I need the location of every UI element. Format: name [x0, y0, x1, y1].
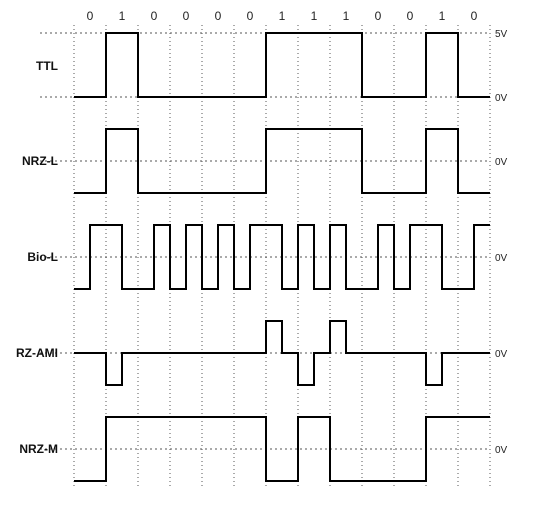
waveforms [74, 32, 490, 482]
signal-label: NRZ-M [19, 442, 58, 456]
waveform-ttl [74, 32, 490, 98]
bit-label: 0 [375, 9, 382, 23]
zero-volt-label: 0V [495, 253, 508, 264]
signal-label: Bio-L [27, 250, 58, 264]
bit-label: 1 [439, 9, 446, 23]
bit-label: 0 [471, 9, 478, 23]
signal-label: RZ-AMI [16, 346, 58, 360]
bit-sequence: 0 1 0 0 0 0 1 1 1 0 0 1 0 [87, 9, 478, 23]
zero-volt-label: 0V [495, 349, 508, 360]
waveform-nrz-l [74, 128, 490, 194]
bit-label: 0 [407, 9, 414, 23]
waveform-nrz-m [74, 416, 490, 482]
bit-label: 0 [151, 9, 158, 23]
signal-label: TTL [36, 59, 58, 73]
waveform-rz-ami [74, 320, 490, 386]
zero-volt-label: 0V [495, 445, 508, 456]
bit-label: 1 [119, 9, 126, 23]
signal-label: NRZ-L [22, 154, 58, 168]
waveform-bio-l [74, 224, 490, 290]
bit-label: 1 [343, 9, 350, 23]
zero-volt-label: 0V [495, 93, 508, 104]
reference-lines [40, 32, 488, 450]
bit-label: 1 [311, 9, 318, 23]
bit-label: 0 [215, 9, 222, 23]
bit-label: 1 [279, 9, 286, 23]
bit-label: 0 [87, 9, 94, 23]
bit-label: 0 [183, 9, 190, 23]
signal-labels: TTL NRZ-L Bio-L RZ-AMI NRZ-M [16, 59, 58, 456]
zero-volt-label: 0V [495, 157, 508, 168]
voltage-labels: 0V 5V 0V 0V 0V 0V [495, 29, 508, 456]
bit-label: 0 [247, 9, 254, 23]
five-volt-label: 5V [495, 29, 508, 40]
